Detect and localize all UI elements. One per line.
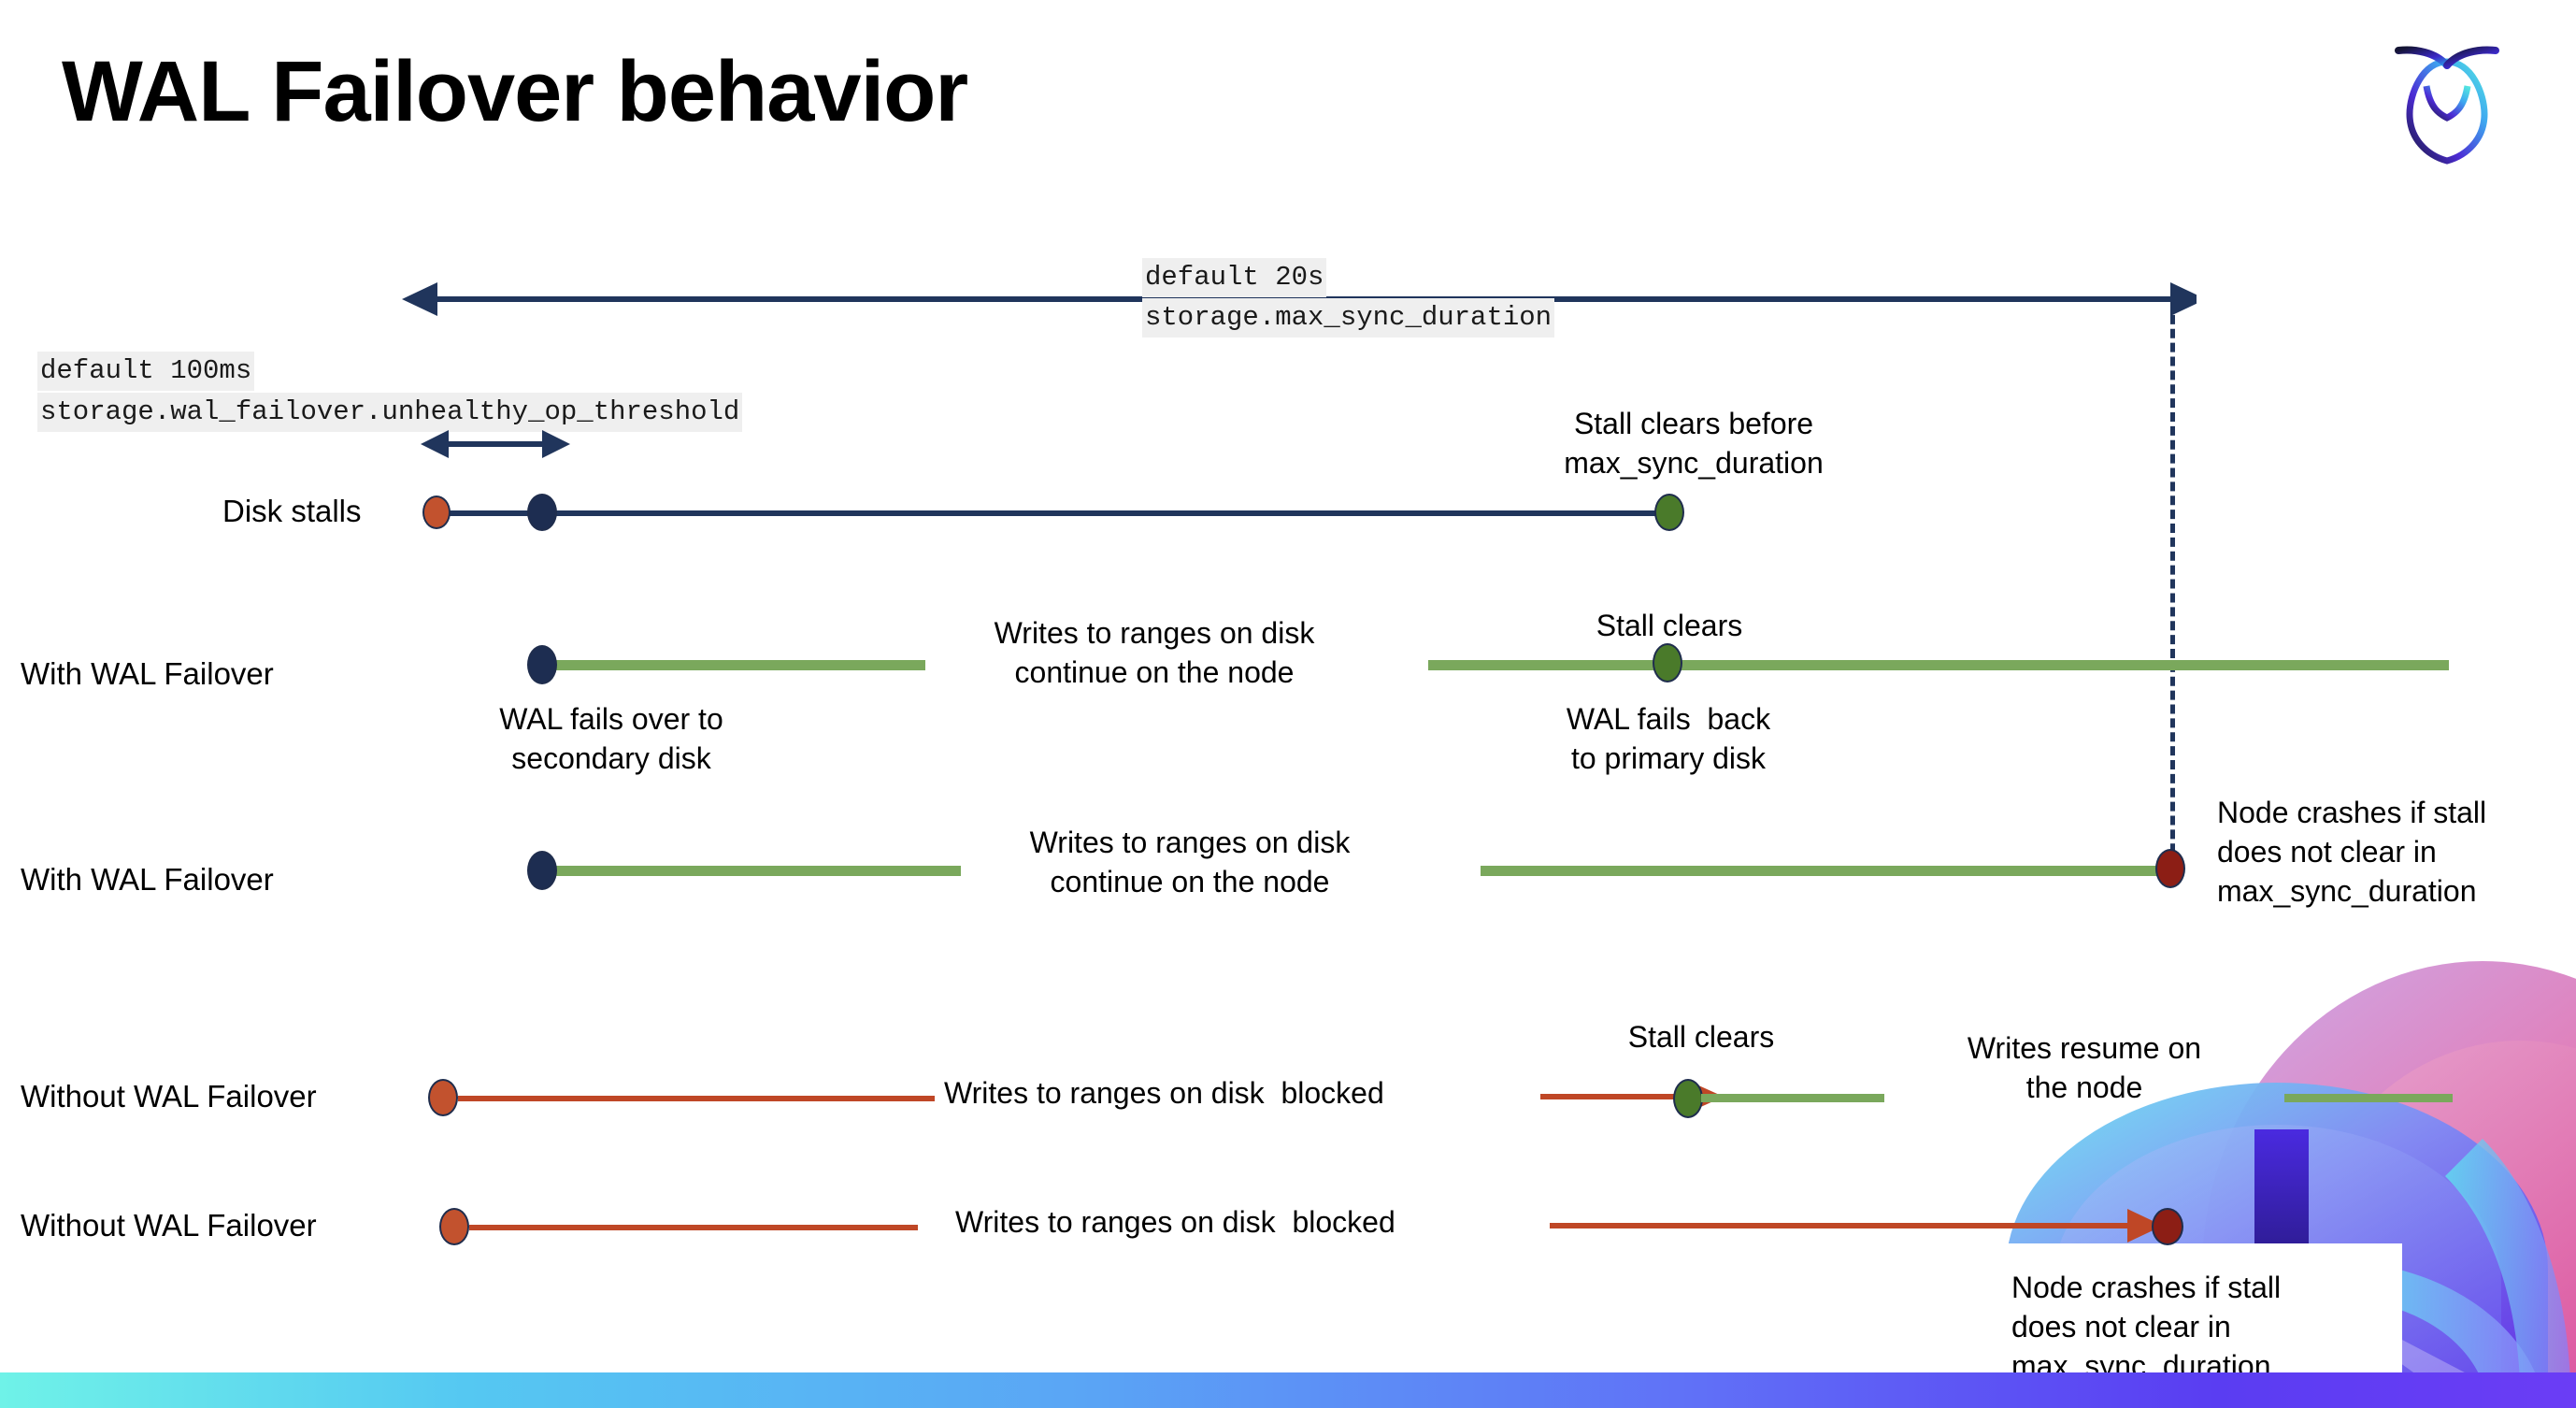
wal-failover-2-segment-b bbox=[1481, 866, 2172, 876]
note-writes-continue-2: Writes to ranges on disk continue on the… bbox=[1029, 826, 1351, 899]
without-wal-failover-1-tail-segment bbox=[2284, 1094, 2453, 1102]
note-wal-fails-over: WAL fails over to secondary disk bbox=[499, 702, 723, 776]
page-title: WAL Failover behavior bbox=[62, 44, 968, 139]
disk-stall-start-dot bbox=[422, 496, 451, 529]
wal-failover-2-start-dot bbox=[527, 851, 557, 890]
without-wal-failover-1-resume-segment bbox=[1701, 1094, 1884, 1102]
unhealthy-op-threshold-span-arrow bbox=[421, 430, 570, 458]
row-label-with-wal-failover-1: With WAL Failover bbox=[21, 656, 274, 691]
max-sync-deadline-dashed-line bbox=[2170, 301, 2175, 881]
note-writes-blocked-2: Writes to ranges on disk blocked bbox=[955, 1205, 1395, 1239]
row-label-disk-stalls: Disk stalls bbox=[222, 494, 362, 528]
note-node-crashes-1: Node crashes if stall does not clear in … bbox=[2217, 796, 2487, 909]
wal-failover-1-segment-a bbox=[540, 660, 925, 670]
note-wal-fails-back: WAL fails back to primary disk bbox=[1566, 702, 1771, 776]
arrow-left-icon bbox=[402, 282, 437, 316]
without-wal-failover-2-start-dot bbox=[439, 1208, 469, 1245]
cockroachdb-logo-icon bbox=[2395, 46, 2499, 165]
note-stall-clears-2: Stall clears bbox=[1627, 1020, 1775, 1054]
wal-failover-1-clear-dot bbox=[1653, 643, 1682, 682]
wal-failover-1-segment-b bbox=[1428, 660, 2449, 670]
note-stall-clears-1: Stall clears bbox=[1596, 609, 1743, 642]
disk-stall-cleared-dot bbox=[1654, 494, 1684, 531]
note-stall-clears-before: Stall clears before max_sync_duration bbox=[1564, 407, 1824, 481]
disk-stall-detected-dot bbox=[527, 494, 557, 531]
row-label-without-wal-failover-1: Without WAL Failover bbox=[21, 1079, 317, 1113]
arrow-right-icon bbox=[542, 430, 570, 458]
unhealthy-op-setting-chip: storage.wal_failover.unhealthy_op_thresh… bbox=[37, 393, 743, 433]
without-wal-failover-1-start-dot bbox=[428, 1079, 458, 1116]
without-wal-failover-1-clear-dot bbox=[1673, 1079, 1703, 1118]
note-node-crashes-2: Node crashes if stall does not clear in … bbox=[2011, 1271, 2282, 1384]
without-wal-failover-1-blocked-line bbox=[458, 1096, 935, 1101]
without-wal-failover-2-crash-dot bbox=[2152, 1208, 2183, 1245]
max-sync-setting-chip: storage.max_sync_duration bbox=[1142, 298, 1555, 338]
note-writes-blocked-1: Writes to ranges on disk blocked bbox=[944, 1076, 1384, 1110]
max-sync-default-chip: default 20s bbox=[1142, 258, 1327, 298]
disk-stalls-timeline bbox=[435, 510, 1678, 516]
note-writes-resume: Writes resume on the node bbox=[1967, 1031, 2202, 1105]
arrow-right-icon bbox=[2170, 282, 2197, 316]
bottom-gradient-bar bbox=[0, 1372, 2576, 1408]
wal-failover-2-crash-dot bbox=[2155, 849, 2185, 888]
note-writes-continue-1: Writes to ranges on disk continue on the… bbox=[994, 616, 1315, 690]
wal-failover-2-segment-a bbox=[540, 866, 961, 876]
row-label-with-wal-failover-2: With WAL Failover bbox=[21, 862, 274, 897]
without-wal-failover-2-blocked-line-a bbox=[469, 1225, 918, 1230]
wal-failover-1-start-dot bbox=[527, 645, 557, 684]
without-wal-failover-2-crash-arrow bbox=[1550, 1209, 2163, 1243]
unhealthy-op-default-chip: default 100ms bbox=[37, 352, 255, 392]
arrow-right-icon bbox=[2127, 1209, 2163, 1243]
arrow-left-icon bbox=[421, 430, 449, 458]
row-label-without-wal-failover-2: Without WAL Failover bbox=[21, 1208, 317, 1243]
